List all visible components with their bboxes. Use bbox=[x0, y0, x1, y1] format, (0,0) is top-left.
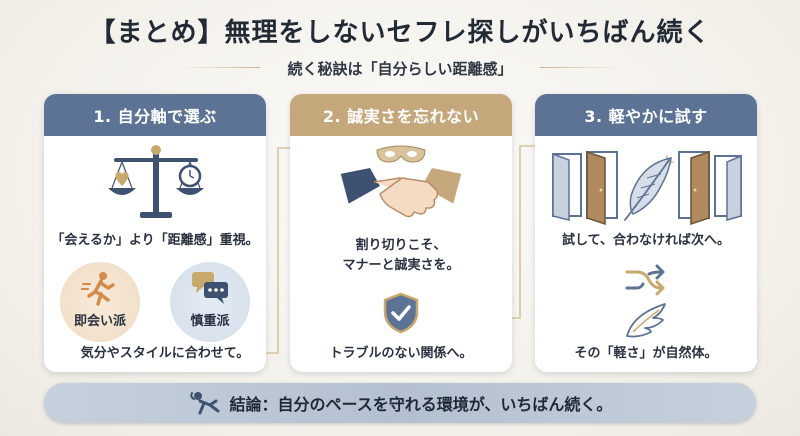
card-stay-sincere: 2. 誠実さを忘れない 割り切りこそ、 マナーと誠実さを。 トラブルのない関係へ… bbox=[290, 94, 512, 372]
card-3-caption: 試して、合わなければ次へ。 bbox=[562, 233, 730, 248]
title-divider-right bbox=[540, 67, 620, 68]
card-1-caption: 「会えるか」より「距離感」重視。 bbox=[51, 233, 259, 248]
conclusion-text: 結論：自分のペースを守れる環境が、いちばん続く。 bbox=[229, 395, 613, 414]
chat-bubbles-icon bbox=[192, 272, 228, 304]
card-2-footer: トラブルのない関係へ。 bbox=[329, 346, 473, 361]
card-choose-by-self: 1. 自分軸で選ぶ 「会えるか」より「距離感」重視。 即会い派 慎重派 気分 bbox=[44, 94, 266, 372]
page-title: 【まとめ】無理をしないセフレ探しがいちばん続く bbox=[89, 18, 711, 48]
shuffle-arrows-icon bbox=[625, 264, 665, 296]
card-2-caption-line2: マナーと誠実さを。 bbox=[342, 258, 460, 273]
option-careful-label: 慎重派 bbox=[190, 314, 230, 329]
card-2-title: 2. 誠実さを忘れない bbox=[290, 94, 512, 136]
card-2-caption-line1: 割り切りこそ、 bbox=[355, 238, 447, 253]
feather-icon bbox=[624, 157, 672, 221]
wing-icon bbox=[626, 303, 666, 338]
handshake-icon bbox=[340, 168, 462, 218]
card-1-footer: 気分やスタイルに合わせて。 bbox=[80, 346, 250, 361]
page-subtitle: 続く秘訣は「自分らしい距離感」 bbox=[287, 60, 513, 78]
option-quick-label: 即会い派 bbox=[73, 314, 126, 329]
balance-scale-icon bbox=[108, 145, 204, 218]
running-person-icon bbox=[81, 272, 115, 306]
conclusion-banner: 結論：自分のペースを守れる環境が、いちばん続く。 bbox=[44, 383, 756, 423]
title-divider-left bbox=[180, 67, 260, 68]
shield-check-icon bbox=[383, 292, 419, 334]
card-try-lightly: 3. 軽やかに試す 試して、合わなければ次へ。 その「軽さ」が自然体。 bbox=[535, 94, 757, 372]
card-1-title: 1. 自分軸で選ぶ bbox=[44, 94, 266, 136]
open-doors-icon bbox=[552, 150, 742, 226]
card-3-title: 3. 軽やかに試す bbox=[535, 94, 757, 136]
card-3-footer: その「軽さ」が自然体。 bbox=[574, 346, 718, 361]
relaxing-person-icon bbox=[189, 392, 220, 415]
mask-icon bbox=[376, 145, 426, 163]
